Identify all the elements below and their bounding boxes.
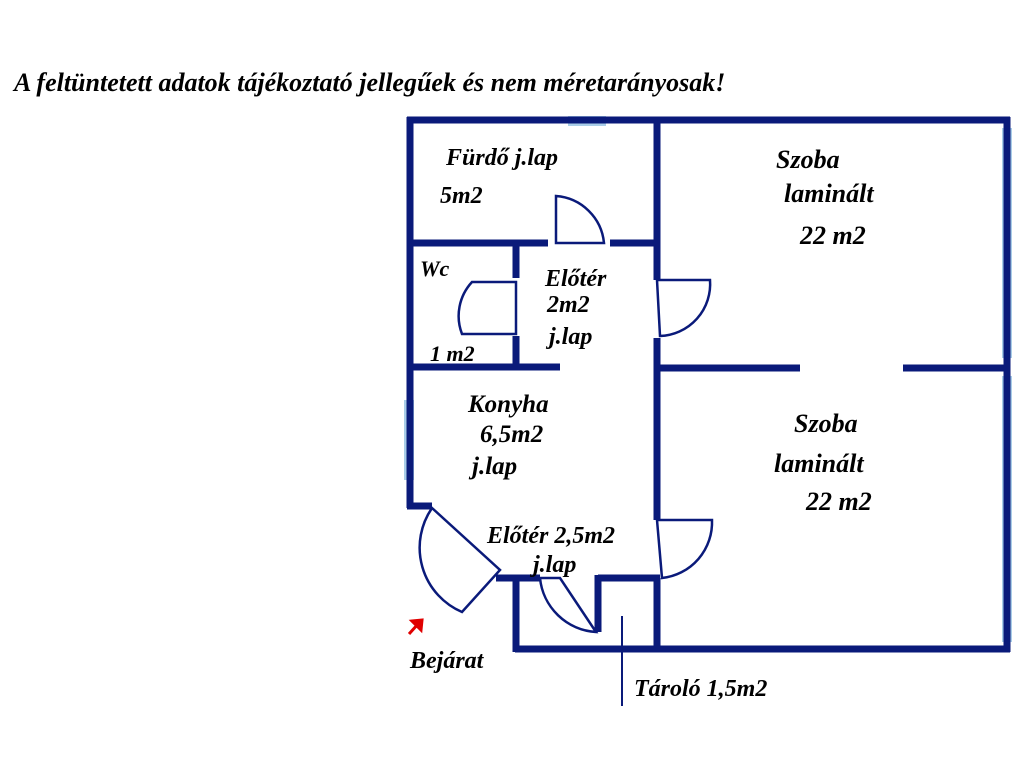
room-label-szoba1-area: 22 m2 bbox=[799, 221, 866, 250]
room-label-wc-name: Wc bbox=[420, 256, 450, 281]
doors bbox=[418, 194, 714, 634]
windows bbox=[404, 116, 1012, 642]
door-wc bbox=[457, 280, 518, 336]
room-label-szoba2-name: Szoba bbox=[794, 409, 858, 438]
notice-text: A feltüntetett adatok tájékoztató jelleg… bbox=[12, 68, 725, 97]
room-label-szoba2-floor: laminált bbox=[774, 449, 864, 478]
room-label-konyha-area: 6,5m2 bbox=[480, 421, 543, 448]
walls bbox=[406, 116, 1011, 653]
entrance-label: Bejárat bbox=[409, 648, 485, 674]
room-label-furdo-area: 5m2 bbox=[440, 183, 483, 209]
door-entrance bbox=[418, 506, 502, 614]
room-label-eloter1-floor: j.lap bbox=[545, 324, 592, 350]
entrance-arrow-icon bbox=[407, 618, 424, 636]
door-hallway bbox=[655, 518, 714, 580]
room-label-eloter1-name: Előtér bbox=[544, 266, 607, 292]
entrance: Bejárat bbox=[407, 618, 485, 674]
room-label-szoba1-floor: laminált bbox=[784, 179, 874, 208]
room-label-tarolo: Tároló 1,5m2 bbox=[634, 676, 767, 702]
room-label-eloter1-area: 2m2 bbox=[546, 292, 590, 318]
room-labels: Fürdő j.lap 5m2 Szoba laminált 22 m2 Wc … bbox=[420, 145, 874, 702]
door-tarolo bbox=[538, 576, 599, 634]
room-label-furdo-name: Fürdő j.lap bbox=[445, 145, 558, 171]
room-label-konyha-name: Konyha bbox=[467, 391, 549, 418]
room-label-wc-area: 1 m2 bbox=[430, 341, 475, 366]
room-label-konyha-floor: j.lap bbox=[468, 453, 517, 480]
door-room bbox=[655, 278, 712, 338]
room-label-szoba1-name: Szoba bbox=[776, 145, 840, 174]
room-label-szoba2-area: 22 m2 bbox=[805, 487, 872, 516]
room-label-eloter2-floor: j.lap bbox=[529, 552, 576, 578]
room-label-eloter2-name: Előtér 2,5m2 bbox=[486, 523, 615, 549]
door-bathroom bbox=[554, 194, 606, 245]
